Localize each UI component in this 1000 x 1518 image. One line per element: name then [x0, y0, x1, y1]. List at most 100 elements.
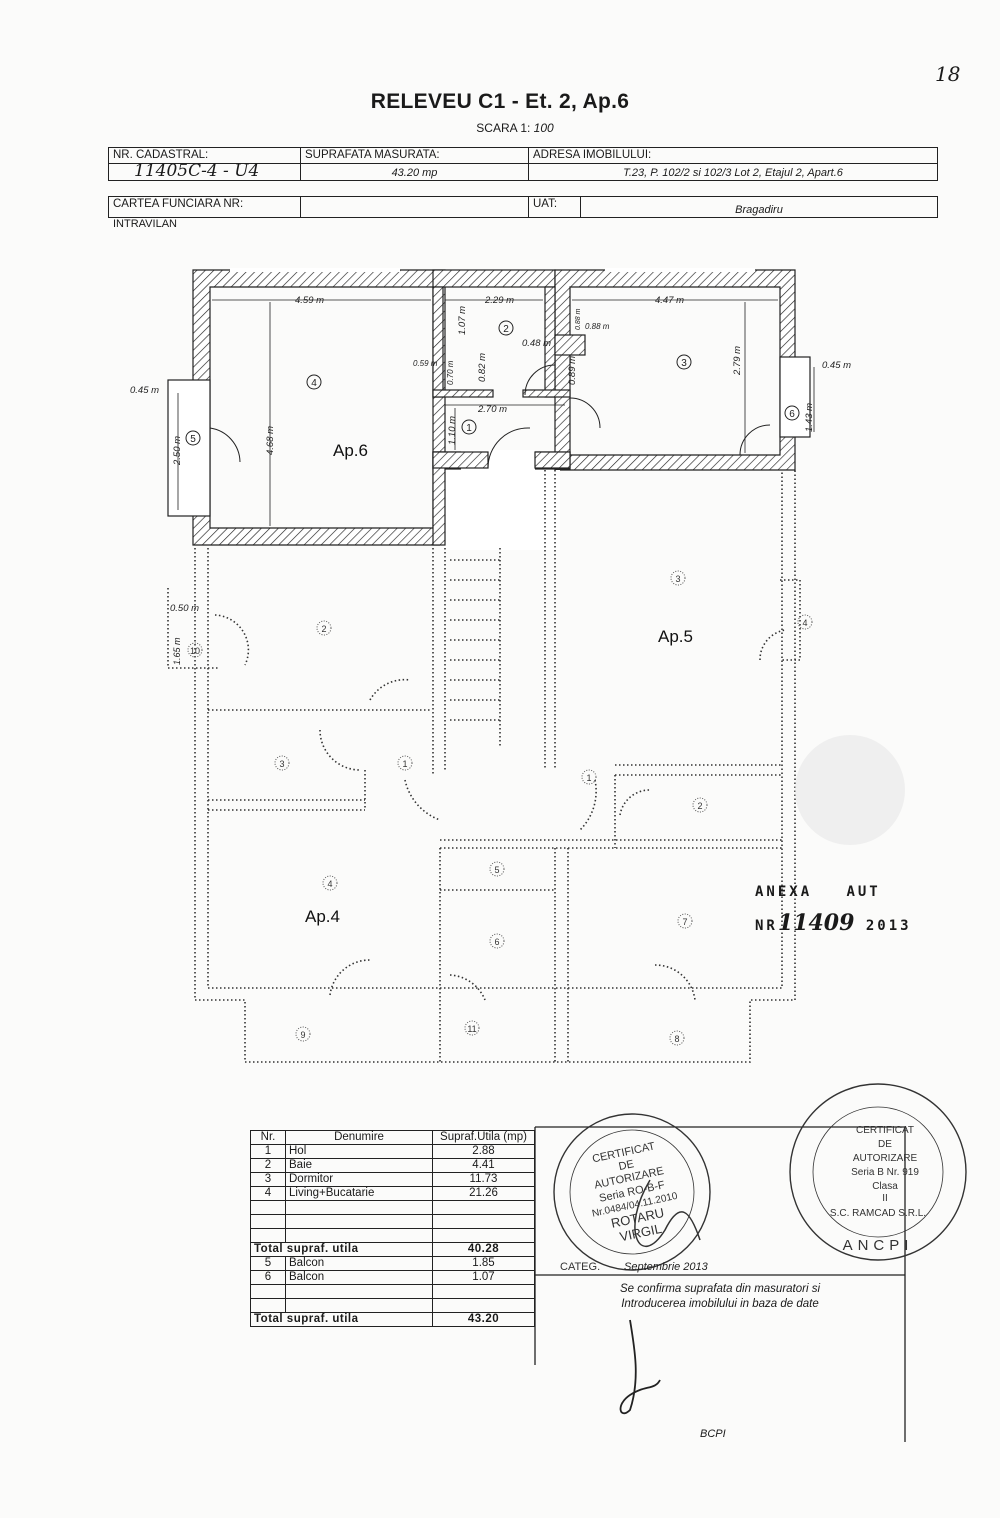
svg-text:5: 5 — [494, 865, 499, 875]
header-suprafata: Supraf.Utila (mp) — [432, 1130, 535, 1145]
bcpi-label: BCPI — [700, 1428, 726, 1440]
empty-row — [250, 1228, 535, 1243]
room-number: 2 — [692, 797, 708, 813]
authorization-stamp-right: CERTIFICAT DE AUTORIZARE Seria B Nr. 919… — [789, 1083, 967, 1261]
dim-label: 0.45 m — [822, 360, 851, 371]
room-number: 4 — [306, 374, 322, 390]
room-number: 2 — [498, 320, 514, 336]
dim-label: 0.48 m — [522, 338, 551, 349]
carte-funciara-cell: CARTEA FUNCIARA NR: — [109, 197, 301, 217]
room-number: 5 — [489, 861, 505, 877]
dim-label: 0.82 m — [477, 353, 488, 382]
ap6-room-numbers: 1 2 3 4 5 6 — [185, 320, 800, 446]
empty-row — [250, 1214, 535, 1229]
room-number: 11 — [464, 1020, 480, 1036]
svg-text:CERTIFICAT: CERTIFICAT — [856, 1125, 914, 1136]
dim-label: 4.47 m — [655, 295, 684, 306]
adresa-label: ADRESA IMOBILULUI: — [533, 149, 652, 161]
svg-text:CATEG.: CATEG. — [560, 1261, 600, 1273]
annex-aut-label: AUT — [846, 884, 881, 900]
dim-label: 2.70 m — [477, 404, 507, 415]
dim-label: 0.59 m — [413, 359, 438, 368]
annex-stamp: ANEXA AUT NR11409 2013 — [755, 884, 912, 936]
header-denumire: Denumire — [285, 1130, 433, 1145]
room-number: 2 — [316, 620, 332, 636]
ap4-label: Ap.4 — [305, 907, 340, 926]
balcony-6 — [779, 356, 811, 438]
authorization-stamp-left: CERTIFICAT DE AUTORIZARE Seria RO-B-F Nr… — [553, 1113, 711, 1273]
dim-label: 1.65 m — [172, 637, 182, 665]
table-header-row: Nr. Denumire Supraf.Utila (mp) — [250, 1130, 535, 1145]
room-number: 1 — [397, 755, 413, 771]
svg-text:II: II — [882, 1193, 888, 1204]
svg-text:7: 7 — [682, 917, 687, 927]
dim-label: 2.79 m — [732, 346, 743, 376]
lower-room-numbers: 2 10 3 1 1 2 3 4 5 4 6 7 9 11 8 — [187, 570, 813, 1046]
empty-row — [250, 1200, 535, 1215]
dim-label: 0.88 m — [585, 322, 610, 331]
uat-label: UAT: — [533, 198, 558, 210]
room-number: 10 — [187, 642, 203, 658]
svg-text:3: 3 — [279, 759, 284, 769]
confirmation-text: Se confirma suprafata din masuratori si … — [555, 1282, 885, 1312]
empty-row — [250, 1284, 535, 1299]
uat-label-cell: UAT: — [529, 197, 581, 217]
annex-year: 2013 — [865, 918, 912, 934]
nr-cadastral-label: NR. CADASTRAL: — [113, 149, 209, 161]
lower-floor-outline — [167, 470, 801, 1063]
handwritten-page-number: 18 — [935, 62, 961, 86]
dimension-lines — [177, 299, 815, 526]
svg-text:6: 6 — [789, 409, 795, 420]
carte-funciara-value — [301, 197, 529, 217]
svg-text:11: 11 — [467, 1024, 476, 1034]
svg-text:DE: DE — [618, 1158, 635, 1173]
room-number: 9 — [295, 1026, 311, 1042]
dim-label: 0.70 m — [446, 360, 455, 385]
info-row-2: CARTEA FUNCIARA NR: UAT: Bragadiru — [108, 196, 938, 218]
room-number: 3 — [274, 755, 290, 771]
room-number: 1 — [461, 419, 477, 435]
confirmation-line-1: Se confirma suprafata din masuratori si — [619, 1283, 821, 1295]
annex-label: ANEXA — [755, 884, 813, 900]
svg-text:Clasa: Clasa — [872, 1181, 898, 1192]
suprafata-label: SUPRAFATA MASURATA: — [305, 149, 440, 161]
uat-value: Bragadiru — [735, 204, 783, 216]
svg-text:1: 1 — [402, 759, 407, 769]
room-number: 4 — [322, 875, 338, 891]
svg-text:4: 4 — [311, 378, 317, 389]
scale-label: SCARA 1: — [476, 121, 531, 135]
ap5-label: Ap.5 — [658, 627, 693, 646]
room-number: 4 — [797, 614, 813, 630]
dim-label: 0.45 m — [130, 385, 159, 396]
room-number: 1 — [581, 769, 597, 785]
date-text: Septembrie 2013 — [624, 1261, 709, 1273]
svg-text:S.C. RAMCAD S.R.L.: S.C. RAMCAD S.R.L. — [830, 1208, 926, 1219]
signature — [619, 1319, 661, 1415]
carte-funciara-label: CARTEA FUNCIARA NR: — [113, 198, 244, 210]
door-arcs — [209, 364, 771, 469]
header-nr: Nr. — [250, 1130, 286, 1145]
suprafata-cell: SUPRAFATA MASURATA: 43.20 mp — [301, 148, 529, 180]
room-number: 3 — [676, 354, 692, 370]
balcony-5 — [167, 379, 211, 517]
room-number: 3 — [670, 570, 686, 586]
ap6-label: Ap.6 — [333, 441, 368, 460]
certification-frame — [534, 1126, 906, 1442]
svg-text:ANCPI: ANCPI — [843, 1237, 914, 1254]
dim-label: 4.68 m — [265, 426, 276, 455]
scale-line: SCARA 1: 100 — [0, 121, 1000, 135]
dim-label: 2.50 m — [172, 436, 183, 466]
dim-label: 0.89 m — [567, 356, 578, 385]
svg-text:DE: DE — [878, 1139, 892, 1150]
uat-value-cell: Bragadiru — [581, 197, 937, 217]
info-row-1: NR. CADASTRAL: 11405C-4 - U4 SUPRAFATA M… — [108, 147, 938, 181]
room-number: 8 — [669, 1030, 685, 1046]
